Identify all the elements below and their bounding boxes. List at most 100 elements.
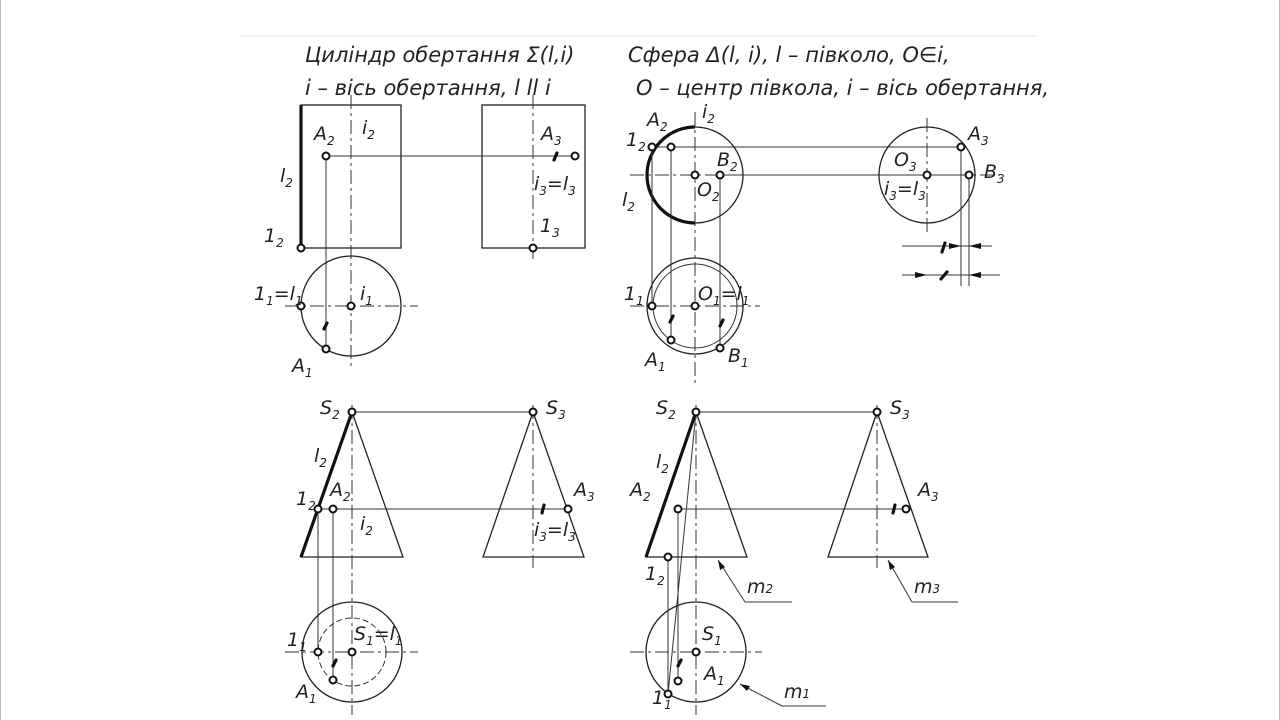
- cylinder-point-A3: [570, 151, 580, 161]
- label-coneR-m3: m3: [914, 576, 940, 598]
- sphere-semicircle-l2: [645, 125, 696, 225]
- cone-left-visibility-mark: [331, 658, 338, 668]
- label-cyl-i2: i2: [362, 117, 375, 142]
- label-cyl-i3l3: i3=l3: [534, 173, 576, 198]
- sphere-point-O3: [922, 170, 932, 180]
- cone-left-generatrix-l2: [299, 411, 354, 558]
- label-coneL-A3: A3: [572, 479, 595, 504]
- label-cyl-A3: A3: [539, 123, 562, 148]
- sphere-dim-tick-2: [939, 270, 949, 281]
- label-sph-A2: A2: [645, 109, 668, 134]
- label-coneR-S3: S3: [890, 397, 910, 422]
- label-sph-12: 12: [626, 129, 646, 154]
- label-coneR-m2: m2: [747, 576, 773, 598]
- label-cyl-A1: A1: [290, 355, 313, 380]
- cone-right-views: S2 S3 l2 A2 A3 12 m2 m3 S1 A1 m1 11: [628, 397, 958, 715]
- label-sph-O3: O3: [894, 149, 917, 174]
- sphere-dim-arrow-1: [949, 243, 961, 249]
- sphere-views: A2 i2 12 B2 O2 l2 A3 O3 B3 i3=l3 11 O1=l…: [622, 101, 1005, 385]
- label-coneR-S2: S2: [656, 397, 676, 422]
- label-coneR-l2: l2: [656, 451, 669, 476]
- sphere-point-B3: [964, 170, 974, 180]
- cylinder-title-line2: i – вісь обертання, l ll i: [305, 76, 551, 100]
- cone-left-point-S3: [528, 407, 538, 417]
- label-coneL-S3: S3: [546, 397, 566, 422]
- cone-left-views: S2 S3 l2 12 A2 i2 A3 i3=l3 11 S1=l1 A1: [285, 397, 595, 715]
- label-sph-i3l3: i3=l3: [884, 178, 926, 203]
- label-sph-B1: B1: [728, 345, 749, 370]
- cylinder-views: A2 i2 l2 12 A3 i3=l3 13 11=l1 i1 A1: [254, 95, 586, 380]
- cone-left-top-view: [301, 601, 403, 703]
- sphere-point-O1: [690, 301, 700, 311]
- cylinder-point-A1: [321, 344, 331, 354]
- cone-left-point-A1: [328, 675, 338, 685]
- label-coneR-A2: A2: [628, 479, 651, 504]
- label-sph-i2: i2: [702, 101, 715, 126]
- label-coneL-S1l1: S1=l1: [354, 623, 403, 648]
- cone-left-point-S2: [347, 407, 357, 417]
- label-cyl-l2: l2: [280, 165, 293, 190]
- cone-right-point-A3: [901, 504, 911, 514]
- sphere-point-A1: [666, 335, 676, 345]
- label-sph-O1l1: O1=l1: [698, 283, 749, 308]
- cone-right-top-view: [645, 601, 747, 703]
- label-coneL-A2: A2: [328, 479, 351, 504]
- cone-left-point-A3: [563, 504, 573, 514]
- label-cyl-12: 12: [264, 225, 284, 250]
- leader-m3-arrow: [888, 560, 895, 570]
- label-coneR-A1: A1: [702, 663, 725, 688]
- label-cyl-i1: i1: [360, 283, 373, 308]
- label-coneL-S2: S2: [320, 397, 340, 422]
- sphere-dim-arrow-2: [969, 243, 981, 249]
- label-coneR-12: 12: [645, 563, 665, 588]
- label-sph-11: 11: [624, 283, 644, 308]
- cylinder-point-13: [528, 243, 538, 253]
- label-sph-B3: B3: [984, 161, 1005, 186]
- label-coneL-12: 12: [296, 488, 316, 513]
- cone-right-point-S2: [691, 407, 701, 417]
- label-coneL-11: 11: [287, 629, 307, 654]
- page-frame-left: [0, 0, 1, 720]
- cone-right-visibility-mark-side: [891, 503, 897, 515]
- label-cyl-13: 13: [540, 215, 560, 240]
- label-sph-B2: B2: [717, 149, 738, 174]
- label-coneR-S1: S1: [702, 623, 722, 648]
- sphere-point-12: [647, 142, 657, 152]
- leader-m1-arrow: [740, 684, 750, 691]
- sphere-title-line1: Сфера Δ(l, i), l – півколо, O∈i,: [628, 43, 950, 67]
- label-coneL-i2: i2: [360, 513, 373, 538]
- label-sph-A3: A3: [966, 123, 989, 148]
- label-sph-l2: l2: [622, 189, 635, 214]
- cylinder-point-12: [296, 243, 306, 253]
- sphere-dim-arrow-4: [969, 272, 981, 278]
- label-coneL-i3l3: i3=l3: [534, 519, 576, 544]
- cone-right-side-view: [827, 410, 929, 558]
- cone-right-point-S3: [872, 407, 882, 417]
- label-sph-O2: O2: [697, 179, 720, 204]
- cylinder-title-line1: Циліндр обертання Σ(l,i): [305, 43, 574, 67]
- sphere-dim-arrow-3: [915, 272, 927, 278]
- cone-right-generatrix-l2: [644, 411, 698, 558]
- label-coneL-A1: A1: [294, 681, 317, 706]
- cylinder-point-11: [296, 301, 306, 311]
- cone-right-visibility-mark: [676, 658, 683, 668]
- cone-left-point-S1: [347, 647, 357, 657]
- cone-left-point-11: [313, 647, 323, 657]
- cylinder-visibility-mark: [322, 321, 329, 331]
- label-coneR-11: 11: [652, 687, 672, 712]
- leader-m2-arrow: [718, 560, 725, 570]
- cone-left-visibility-mark-side: [540, 503, 546, 515]
- label-coneL-l2: l2: [314, 445, 327, 470]
- label-cyl-A2: A2: [312, 123, 335, 148]
- sphere-point-B1: [715, 343, 725, 353]
- sphere-point-O2: [690, 170, 700, 180]
- cone-right-projection-generatrix: [667, 411, 697, 695]
- sphere-title-line2: O – центр півкола, i – вісь обертання,: [636, 76, 1049, 100]
- cone-right-point-12: [663, 552, 673, 562]
- sphere-point-A3: [956, 142, 966, 152]
- cylinder-visibility-mark-side: [552, 151, 559, 162]
- sphere-visibility-mark-a: [668, 314, 675, 324]
- cone-right-point-A1: [673, 676, 683, 686]
- cylinder-point-i1: [346, 301, 356, 311]
